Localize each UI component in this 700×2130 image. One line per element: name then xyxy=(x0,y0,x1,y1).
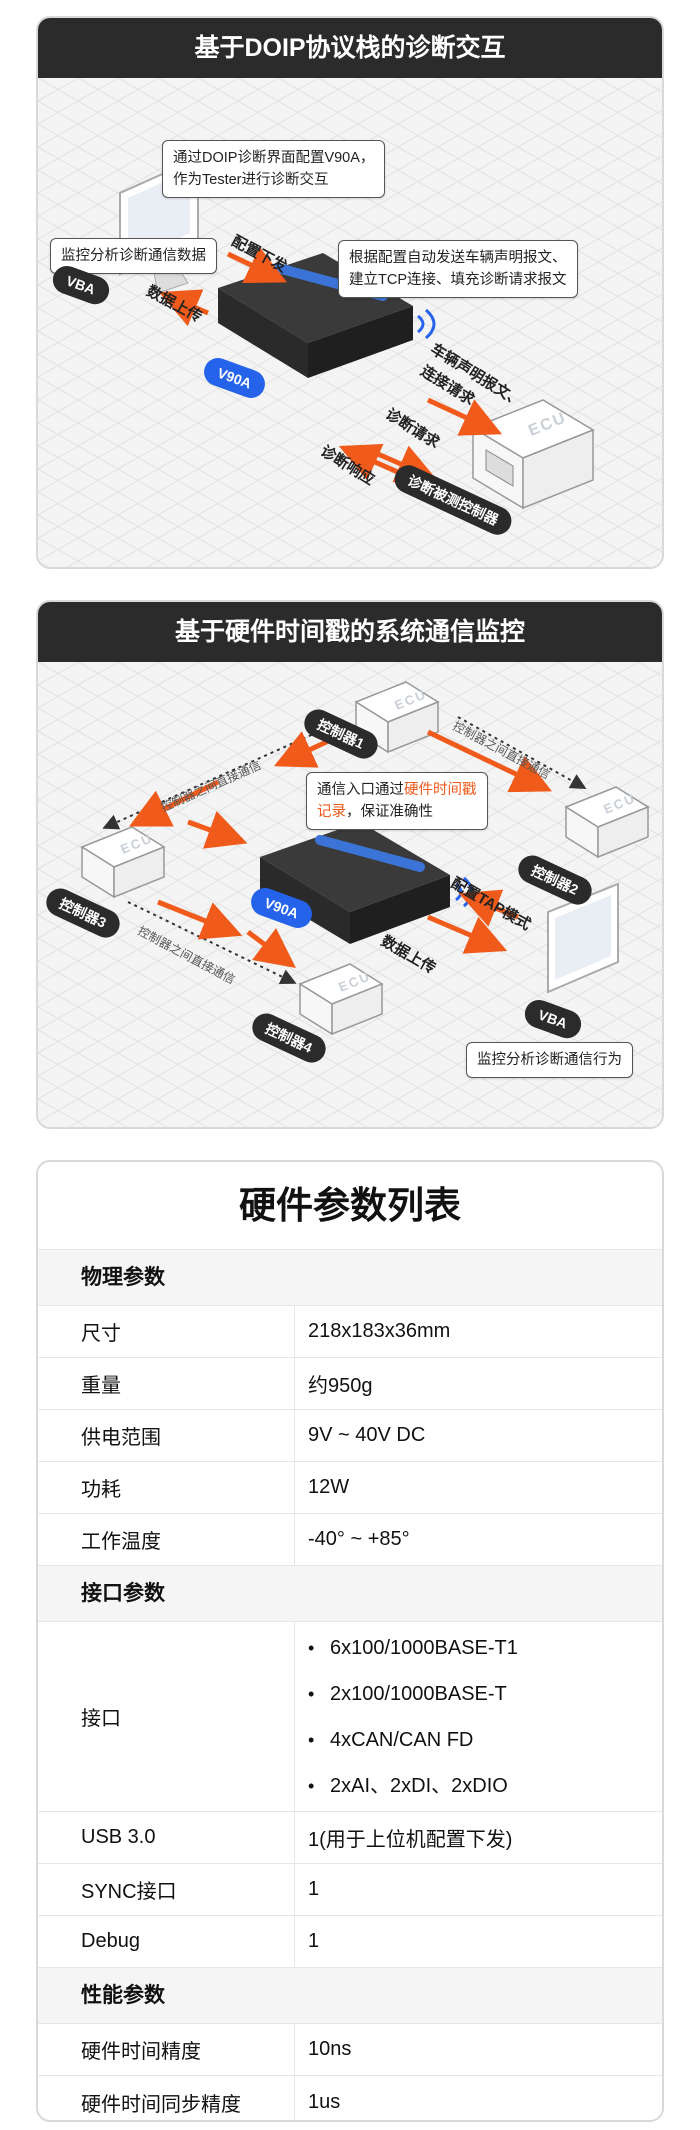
table-row: Debug 1 xyxy=(38,1916,662,1968)
row-value: 9V ~ 40V DC xyxy=(308,1424,426,1446)
row-label: USB 3.0 xyxy=(38,1812,295,1863)
table-row: 硬件时间同步精度 1us xyxy=(38,2076,662,2120)
row-label: 工作温度 xyxy=(38,1514,295,1565)
ecu-box-bottom xyxy=(298,963,384,1036)
doip-diagnosis-card: 基于DOIP协议栈的诊断交互 xyxy=(36,16,664,569)
interface-item: 4xCAN/CAN FD xyxy=(308,1717,518,1763)
card-title: 基于硬件时间戳的系统通信监控 xyxy=(38,602,662,662)
callout-highlight-1: 硬件时间戳 xyxy=(404,782,477,798)
row-value: 1us xyxy=(308,2090,341,2113)
monitor-behaviour-callout: 监控分析诊断通信行为 xyxy=(466,1042,633,1078)
row-value: 10ns xyxy=(308,2038,352,2060)
row-label: 硬件时间同步精度 xyxy=(38,2076,295,2120)
timestamp-callout: 通信入口通过硬件时间戳 记录，保证准确性 xyxy=(306,772,488,830)
ecu-box-right xyxy=(564,786,650,859)
interface-item: 2x100/1000BASE-T xyxy=(308,1671,518,1717)
row-value: 1(用于上位机配置下发) xyxy=(308,1829,513,1851)
row-value: 12W xyxy=(308,1476,350,1498)
hardware-params-card: 硬件参数列表 物理参数 尺寸 218x183x36mm 重量 约950g 供电范… xyxy=(36,1160,664,2122)
table-row: 尺寸 218x183x36mm xyxy=(38,1306,662,1358)
section-physical: 物理参数 xyxy=(38,1250,662,1306)
row-value: 约950g xyxy=(308,1375,373,1397)
row-value: 6x100/1000BASE-T1 2x100/1000BASE-T 4xCAN… xyxy=(295,1622,662,1811)
table-title: 硬件参数列表 xyxy=(38,1162,662,1250)
timestamp-callout-line2: 记录，保证准确性 xyxy=(317,801,477,823)
row-label: 供电范围 xyxy=(38,1410,295,1461)
table-row: 硬件时间精度 10ns xyxy=(38,2024,662,2076)
row-value: 218x183x36mm xyxy=(308,1320,451,1342)
callout-text-post: ，保证准确性 xyxy=(346,804,433,820)
direct-comm-lines xyxy=(102,716,587,984)
card-title: 基于DOIP协议栈的诊断交互 xyxy=(38,18,662,78)
interface-item: 6x100/1000BASE-T1 xyxy=(308,1625,518,1671)
table-row: SYNC接口 1 xyxy=(38,1864,662,1916)
row-label: 硬件时间精度 xyxy=(38,2024,295,2075)
table-row: 重量 约950g xyxy=(38,1358,662,1410)
auto-send-line1: 根据配置自动发送车辆声明报文、 xyxy=(349,250,567,266)
row-label: Debug xyxy=(38,1916,295,1967)
row-label: SYNC接口 xyxy=(38,1864,295,1915)
table-row: 供电范围 9V ~ 40V DC xyxy=(38,1410,662,1462)
row-label: 尺寸 xyxy=(38,1306,295,1357)
table-row-interfaces: 接口 6x100/1000BASE-T1 2x100/1000BASE-T 4x… xyxy=(38,1622,662,1812)
monitor-callout: 监控分析诊断通信数据 xyxy=(50,238,217,274)
timestamp-callout-line1: 通信入口通过硬件时间戳 xyxy=(317,779,477,801)
doip-diagram: 通过DOIP诊断界面配置V90A， 作为Tester进行诊断交互 监控分析诊断通… xyxy=(38,78,662,567)
row-value: 1 xyxy=(308,1878,320,1900)
interface-item: 2xAI、2xDI、2xDIO xyxy=(308,1763,518,1809)
timestamp-monitor-card: 基于硬件时间戳的系统通信监控 xyxy=(36,600,664,1129)
config-callout: 通过DOIP诊断界面配置V90A， 作为Tester进行诊断交互 xyxy=(162,140,386,198)
row-label: 重量 xyxy=(38,1358,295,1409)
row-value: -40° ~ +85° xyxy=(308,1528,410,1550)
section-interface: 接口参数 xyxy=(38,1566,662,1622)
v90a-device-graphic xyxy=(260,822,474,944)
interface-list: 6x100/1000BASE-T1 2x100/1000BASE-T 4xCAN… xyxy=(295,1625,518,1809)
auto-send-line2: 建立TCP连接、填充诊断请求报文 xyxy=(349,272,567,288)
auto-send-callout: 根据配置自动发送车辆声明报文、 建立TCP连接、填充诊断请求报文 xyxy=(338,240,578,298)
ecu-box-graphic xyxy=(471,399,595,510)
row-label: 功耗 xyxy=(38,1462,295,1513)
table-row: 功耗 12W xyxy=(38,1462,662,1514)
section-performance: 性能参数 xyxy=(38,1968,662,2024)
table-row: USB 3.0 1(用于上位机配置下发) xyxy=(38,1812,662,1864)
row-label: 接口 xyxy=(38,1622,295,1811)
callout-highlight-2: 记录 xyxy=(317,804,346,820)
ecu-box-left xyxy=(80,826,166,899)
monitor-icon xyxy=(547,882,619,994)
row-value: 1 xyxy=(308,1930,320,1952)
ecu-box-top xyxy=(354,681,440,754)
callout-text-pre: 通信入口通过 xyxy=(317,782,404,798)
table-row: 工作温度 -40° ~ +85° xyxy=(38,1514,662,1566)
timestamp-diagram: 通信入口通过硬件时间戳 记录，保证准确性 监控分析诊断通信行为 控制器1 控制器… xyxy=(38,662,662,1127)
